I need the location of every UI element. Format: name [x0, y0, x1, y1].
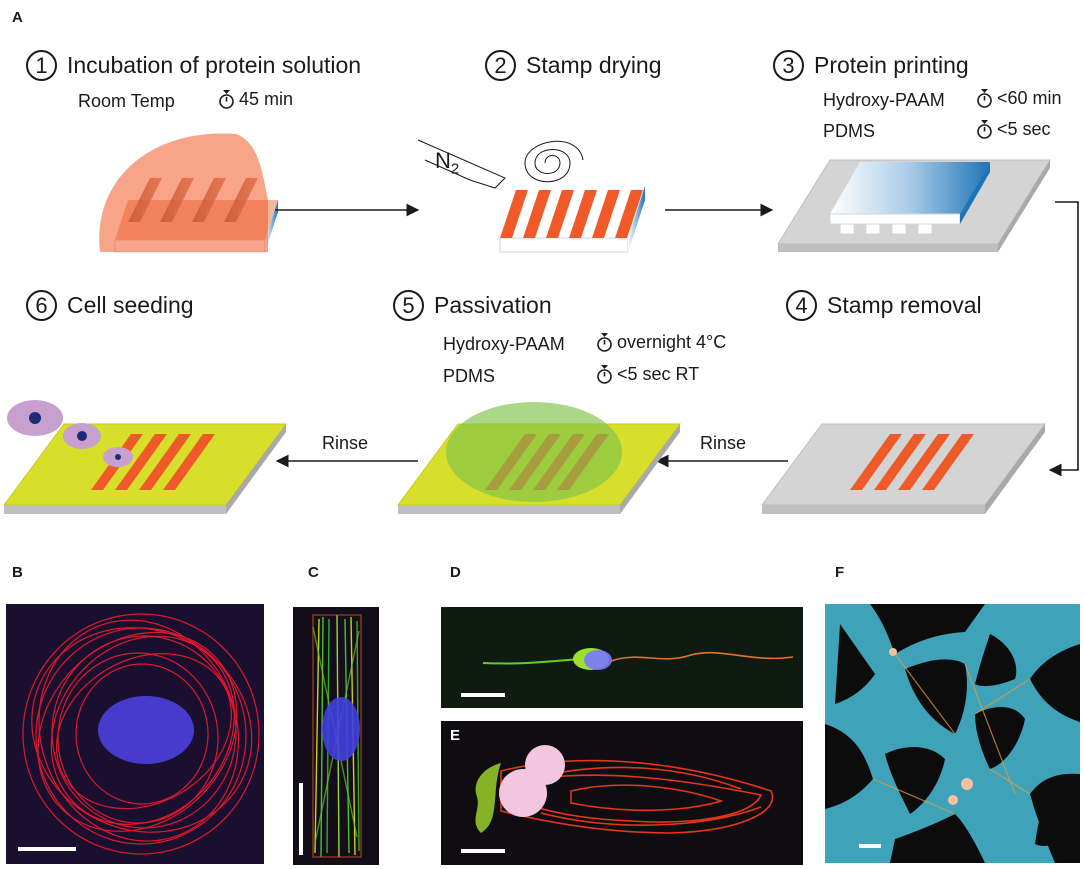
nitrogen-gun [417, 139, 506, 189]
step-number-circle: 6 [26, 290, 57, 321]
step-1-title: 1 Incubation of protein solution [26, 50, 361, 81]
passivated-substrate [397, 402, 681, 514]
micrograph-b [6, 604, 264, 864]
scale-bar [18, 847, 76, 851]
step-2-title: 2 Stamp drying [485, 50, 662, 81]
step-6-title: 6 Cell seeding [26, 290, 194, 321]
step-3-time-value-2: <5 sec [997, 119, 1051, 139]
step-1-param-label: Room Temp [78, 91, 175, 111]
seeded-substrate [3, 400, 287, 514]
stopwatch-icon [977, 120, 992, 139]
step-5-title: 5 Passivation [393, 290, 552, 321]
step-1-param-time: 45 min [218, 89, 293, 110]
cell [63, 423, 101, 449]
stopwatch-icon [219, 90, 234, 109]
stamp-with-protein-solution [99, 133, 278, 253]
scale-bar [461, 849, 505, 853]
panel-label-f: F [835, 564, 845, 581]
micrograph-d [441, 607, 803, 708]
patterned-substrate [761, 423, 1046, 514]
protein-solution-drop [99, 133, 268, 252]
step-5-time-value-2: <5 sec RT [617, 364, 700, 384]
step-5-param-label-2: PDMS [443, 366, 496, 386]
rinse-label-1: Rinse [322, 433, 369, 453]
stopwatch-icon [597, 333, 612, 352]
panel-label-a: A [12, 9, 23, 26]
panel-label-b: B [12, 564, 23, 581]
step-title-text: Stamp removal [827, 292, 982, 318]
step-3-time-value-1: <60 min [997, 88, 1062, 108]
micrograph-f [825, 604, 1080, 863]
flow-arrow [1048, 201, 1079, 477]
step-title-text: Cell seeding [67, 292, 194, 318]
step-5-param-time-1: overnight 4°C [596, 332, 726, 353]
step-5-time-value-1: overnight 4°C [617, 332, 727, 352]
step-5-param-time-2: <5 sec RT [596, 364, 699, 385]
stamp-drying [417, 139, 645, 253]
panel-label-c: C [308, 564, 319, 581]
step-3-param-time-2: <5 sec [976, 119, 1051, 140]
scale-bar [461, 693, 505, 697]
panel-label-d: D [450, 564, 461, 581]
step-title-text: Passivation [434, 292, 552, 318]
step-title-text: Incubation of protein solution [67, 52, 362, 78]
step-3-param-time-1: <60 min [976, 88, 1062, 109]
step-number-circle: 1 [26, 50, 57, 81]
scale-bar [299, 783, 303, 855]
panel-label-e: E [450, 727, 461, 744]
cell [103, 447, 133, 467]
step-3-param-label-1: Hydroxy-PAAM [823, 90, 945, 110]
step-number-circle: 4 [786, 290, 817, 321]
step-1-time-value: 45 min [239, 89, 294, 109]
step-4-title: 4 Stamp removal [786, 290, 982, 321]
step-3-title: 3 Protein printing [773, 50, 969, 81]
step-number-circle: 2 [485, 50, 516, 81]
micrograph-c [293, 607, 379, 865]
scale-bar [859, 844, 881, 848]
step-title-text: Protein printing [814, 52, 969, 78]
step-3-param-label-2: PDMS [823, 121, 876, 141]
stopwatch-icon [977, 89, 992, 108]
airflow-spiral [524, 140, 584, 183]
step-number-circle: 5 [393, 290, 424, 321]
stamp-on-substrate [777, 159, 1051, 252]
cell [7, 400, 63, 436]
rinse-label-2: Rinse [700, 433, 747, 453]
step-5-param-label-1: Hydroxy-PAAM [443, 334, 565, 354]
step-number-circle: 3 [773, 50, 804, 81]
passivation-solution [446, 402, 622, 502]
workflow-schematic [3, 133, 1079, 514]
step-title-text: Stamp drying [526, 52, 662, 78]
micrograph-e [441, 721, 803, 865]
stopwatch-icon [597, 365, 612, 384]
